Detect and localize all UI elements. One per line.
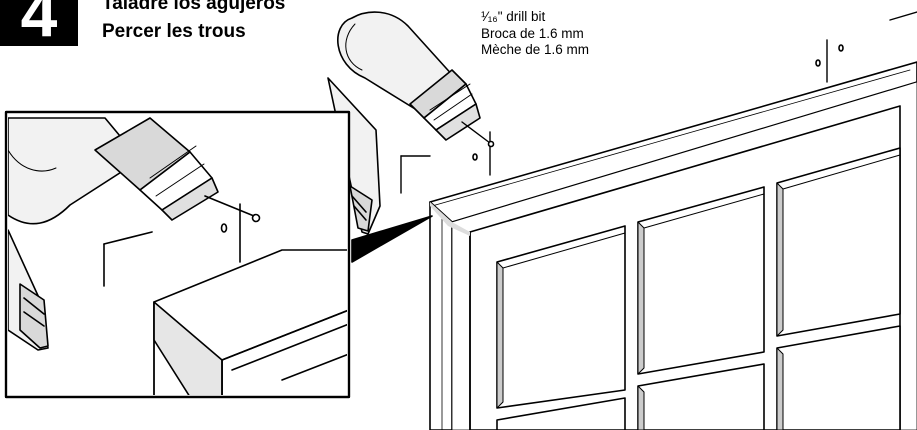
inset-detail — [4, 110, 351, 399]
drill-bit-label-english: ¹⁄₁₆" drill bit — [481, 9, 546, 24]
pilot-hole-mark — [400, 11, 917, 194]
step-title-french: Percer les trous — [102, 21, 246, 42]
drill-bit-callout: ¹⁄₁₆" drill bit Broca de 1.6 mm Mèche de… — [481, 9, 589, 59]
drill-bit-label-spanish: Broca de 1.6 mm — [481, 25, 584, 41]
zoom-pointer — [351, 215, 433, 263]
step-number-badge: 4 — [0, 0, 78, 46]
step-title-spanish: Taladre los agujeros — [102, 0, 286, 14]
window-frame-icon — [429, 61, 917, 430]
drill-bit-label-french: Mèche de 1.6 mm — [481, 42, 590, 57]
drill-icon — [327, 11, 495, 235]
